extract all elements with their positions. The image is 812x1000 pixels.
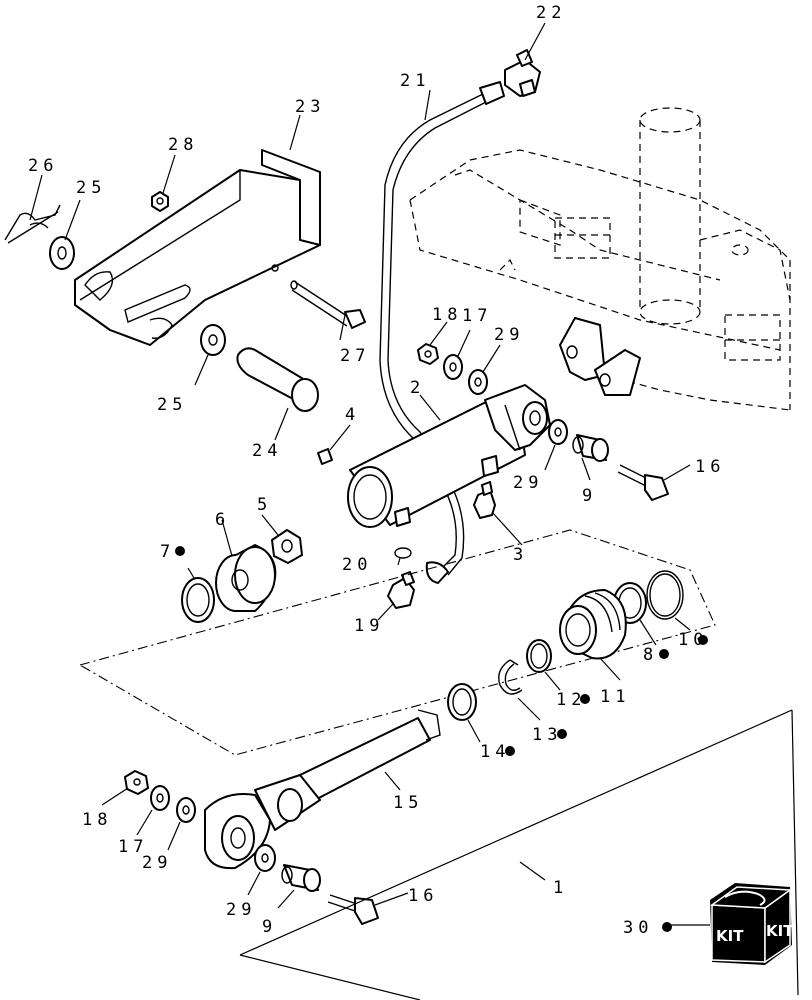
callout-11: 11	[600, 687, 630, 707]
piston-rod-15	[204, 709, 441, 870]
mounting-bracket	[559, 317, 641, 396]
callout-19: 19	[354, 616, 384, 636]
callout-7: 7	[160, 542, 175, 562]
wiper-14	[447, 683, 477, 721]
bushing-9-bottom	[281, 864, 321, 892]
ring-12	[526, 639, 552, 673]
elbow-fitting-19	[387, 571, 415, 609]
washer-29-bottom-b	[254, 844, 276, 872]
kit-box-icon: KIT KIT	[709, 883, 794, 965]
callout-18-top: 18	[432, 305, 462, 325]
callout-4: 4	[345, 405, 360, 425]
nut-18-top	[417, 343, 439, 365]
cotter-pin-26	[4, 204, 61, 244]
bullet-10	[698, 635, 708, 645]
washer-29-top-b	[548, 419, 568, 445]
callout-12: 12	[556, 690, 586, 710]
housing-bracket	[74, 149, 321, 346]
bolt-16-bottom	[327, 894, 379, 925]
callout-13: 13	[532, 725, 562, 745]
bullet-7	[175, 546, 185, 556]
callout-labels: 22 21 23 28 26 25 27 25 24 4 2 18 17 29 …	[28, 3, 725, 938]
callout-29-bottom-a: 29	[142, 853, 172, 873]
callout-2: 2	[410, 378, 425, 398]
nut-5	[271, 529, 303, 564]
bolt-16-top	[617, 464, 669, 501]
callout-14: 14	[480, 742, 510, 762]
bullet-13	[557, 729, 567, 739]
bushing-9-top	[572, 434, 609, 462]
callout-25-bottom: 25	[157, 395, 187, 415]
bullet-12	[580, 694, 590, 704]
callout-30: 30	[623, 918, 653, 938]
callout-15: 15	[393, 793, 423, 813]
callout-16-top: 16	[695, 457, 725, 477]
callout-17-top: 17	[462, 306, 492, 326]
bolt-27	[290, 280, 366, 329]
callout-29-bottom-b: 29	[226, 900, 256, 920]
callout-26: 26	[28, 156, 58, 176]
kit-label-left: KIT	[716, 927, 744, 945]
o-ring-20	[394, 547, 412, 559]
callout-10: 10	[678, 630, 708, 650]
callout-16-bottom: 16	[408, 886, 438, 906]
callout-6: 6	[215, 510, 230, 530]
assembly-1-bracket	[239, 709, 799, 1000]
callout-21: 21	[400, 71, 430, 91]
callout-22: 22	[536, 3, 566, 23]
leader-lines	[29, 22, 710, 926]
fitting-3	[473, 481, 496, 519]
callout-23: 23	[295, 97, 325, 117]
callout-8: 8	[643, 645, 658, 665]
gland-11	[559, 589, 627, 660]
piston-6	[215, 544, 277, 612]
washer-25-bottom	[200, 324, 226, 356]
callout-18-bottom: 18	[82, 810, 112, 830]
nut-18-bottom	[124, 770, 149, 795]
callout-5: 5	[257, 495, 272, 515]
seal-kit-boundary	[78, 529, 716, 756]
set-screw-4	[317, 448, 333, 465]
washer-17-top	[443, 354, 463, 380]
callout-25-top: 25	[76, 178, 106, 198]
washer-29-top-a	[468, 369, 488, 395]
bullet-30	[662, 922, 672, 932]
callout-9-bottom: 9	[262, 917, 277, 937]
callout-24: 24	[252, 441, 282, 461]
tee-fitting-22	[504, 49, 541, 97]
washer-25-top	[49, 236, 75, 270]
nut-28	[151, 191, 169, 212]
callout-20: 20	[342, 555, 372, 575]
washer-17-bottom	[150, 785, 170, 811]
seal-10	[646, 570, 684, 620]
washer-29-bottom-a	[176, 797, 196, 823]
callout-29-top-b: 29	[513, 473, 543, 493]
cylinder-barrel-2	[347, 384, 551, 528]
kit-bullets	[175, 546, 708, 932]
callout-28: 28	[168, 135, 198, 155]
callout-1: 1	[553, 878, 568, 898]
seal-7	[181, 577, 215, 623]
callout-17-bottom: 17	[118, 837, 148, 857]
callout-3: 3	[513, 545, 528, 565]
bullet-8	[659, 649, 669, 659]
kit-label-right: KIT	[766, 922, 794, 940]
clevis-pin-24	[236, 347, 319, 412]
snap-ring-13	[498, 659, 523, 695]
callout-29-top-a: 29	[494, 325, 524, 345]
callout-9-top: 9	[582, 486, 597, 506]
callout-27: 27	[340, 346, 370, 366]
bullet-14	[505, 746, 515, 756]
